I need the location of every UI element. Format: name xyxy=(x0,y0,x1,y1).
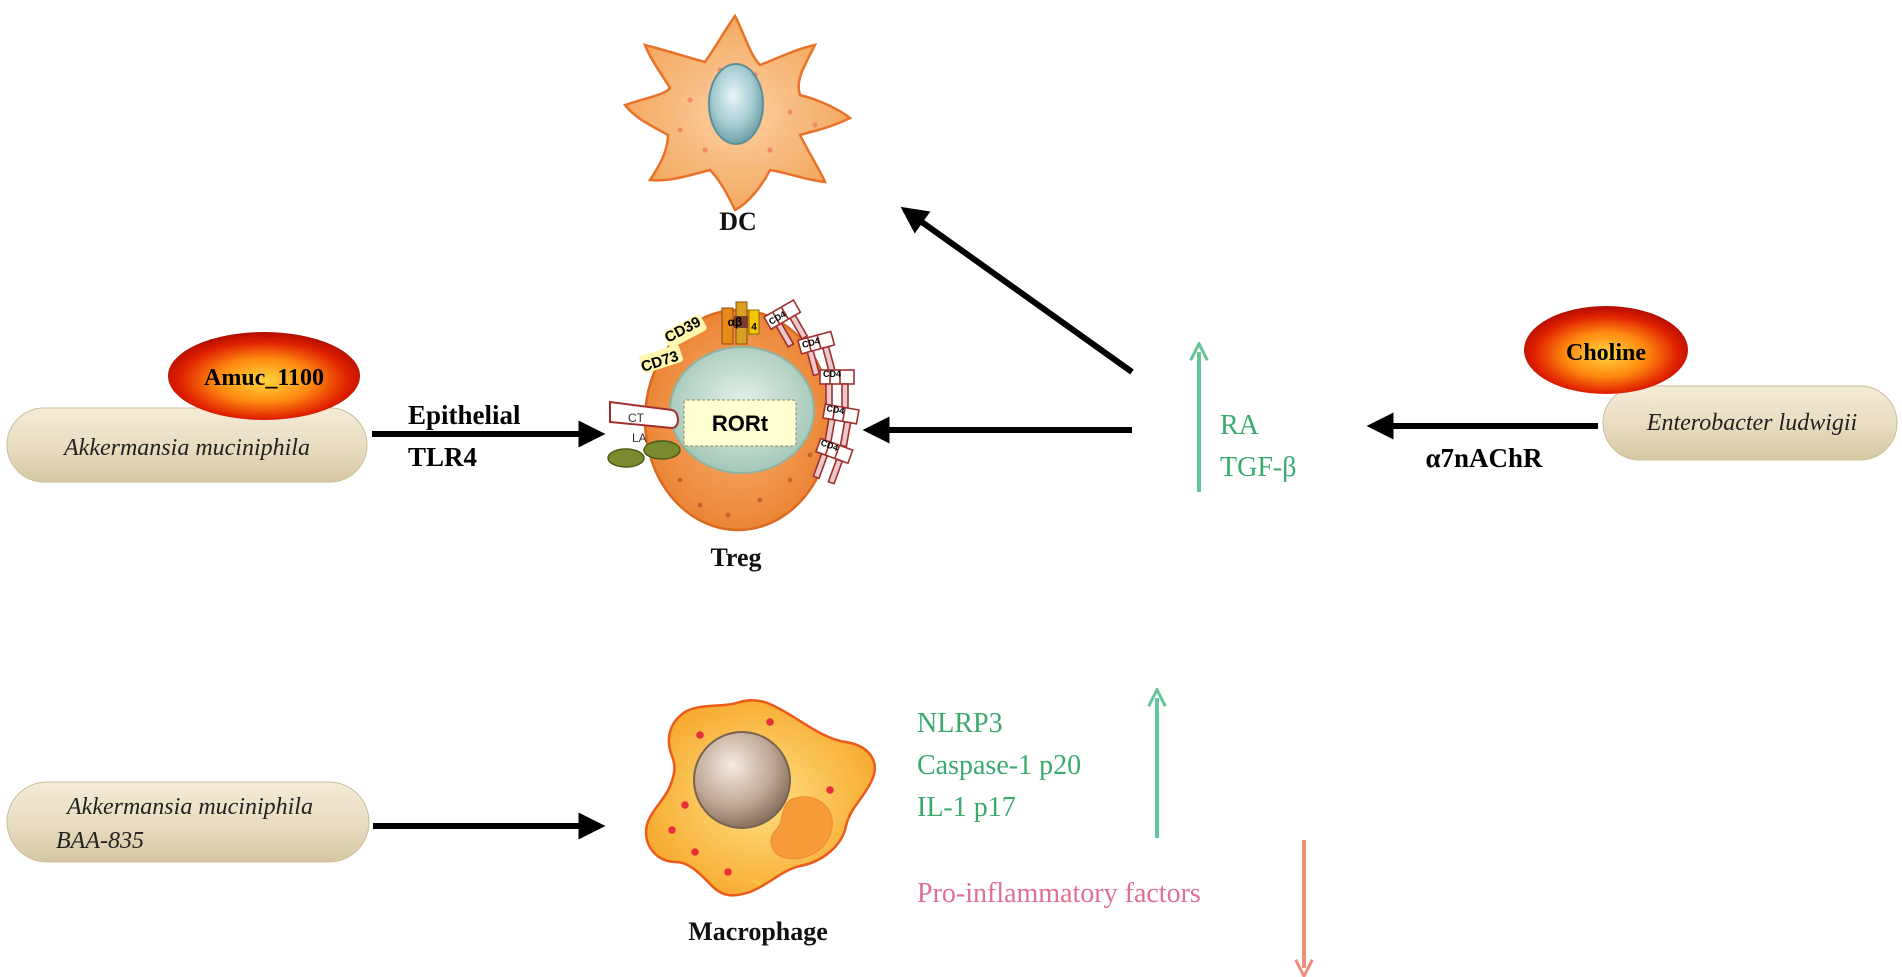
macrophage-cell xyxy=(644,699,876,897)
tgf-beta-label: TGF-β xyxy=(1220,452,1296,483)
pro-inflammatory-label: Pro-inflammatory factors xyxy=(917,878,1201,909)
tlr4-label: TLR4 xyxy=(408,442,477,472)
alpha-beta-label: αβ xyxy=(728,315,743,329)
caspase-label: Caspase-1 p20 xyxy=(917,750,1081,781)
cd4-receptors xyxy=(762,298,860,485)
baa-835-label: BAA-835 xyxy=(56,828,144,854)
dc-nucleus xyxy=(708,63,764,145)
amuc-1100-label: Amuc_1100 xyxy=(204,365,324,391)
a7nachr-label: α7nAChR xyxy=(1425,443,1543,473)
rort-label: RORt xyxy=(712,411,769,436)
epithelial-label: Epithelial xyxy=(408,400,521,430)
svg-text:CD4: CD4 xyxy=(823,369,841,379)
svg-text:CD4: CD4 xyxy=(801,336,821,350)
arrow-effects-to-dc xyxy=(900,206,1134,375)
tcr-receptor: αβ 4 xyxy=(721,301,760,345)
treg-cell: RORt αβ 4 xyxy=(607,298,860,532)
il1-label: IL-1 p17 xyxy=(917,792,1016,823)
choline-label: Choline xyxy=(1566,340,1646,366)
la-molecule: LA xyxy=(607,431,681,468)
svg-text:CD4: CD4 xyxy=(826,403,845,416)
enterobacter-pill xyxy=(1602,385,1898,461)
akkermansia-label-1: Akkermansia muciniphila xyxy=(62,435,310,461)
dc-label: DC xyxy=(719,207,757,236)
amuc-1100-ellipse xyxy=(168,332,360,420)
enterobacter-label: Enterobacter ludwigii xyxy=(1646,410,1857,436)
treg-label: Treg xyxy=(710,543,761,572)
macrophage-vacuole xyxy=(770,796,833,860)
akkermansia-label-2: Akkermansia muciniphila xyxy=(65,794,313,820)
akkermansia-pill-1 xyxy=(6,407,368,483)
ra-label: RA xyxy=(1220,410,1260,441)
choline-ellipse xyxy=(1524,306,1688,394)
macrophage-nucleus xyxy=(693,731,791,829)
nlrp3-label: NLRP3 xyxy=(917,708,1003,739)
alpha-beta-sub: 4 xyxy=(751,322,757,333)
rort-box xyxy=(683,399,797,447)
akkermansia-source-1: Amuc_1100 Akkermansia muciniphila xyxy=(6,332,368,483)
akkermansia-pill-2 xyxy=(6,781,370,863)
dendritic-cell xyxy=(622,13,853,212)
svg-text:CT: CT xyxy=(628,411,645,425)
ct-molecule: CT xyxy=(609,400,679,430)
svg-text:LA: LA xyxy=(632,431,647,445)
akkermansia-source-2: Akkermansia muciniphila BAA-835 xyxy=(6,781,370,863)
enterobacter-source: Choline Enterobacter ludwigii xyxy=(1524,306,1898,461)
macrophage-label: Macrophage xyxy=(688,917,828,946)
